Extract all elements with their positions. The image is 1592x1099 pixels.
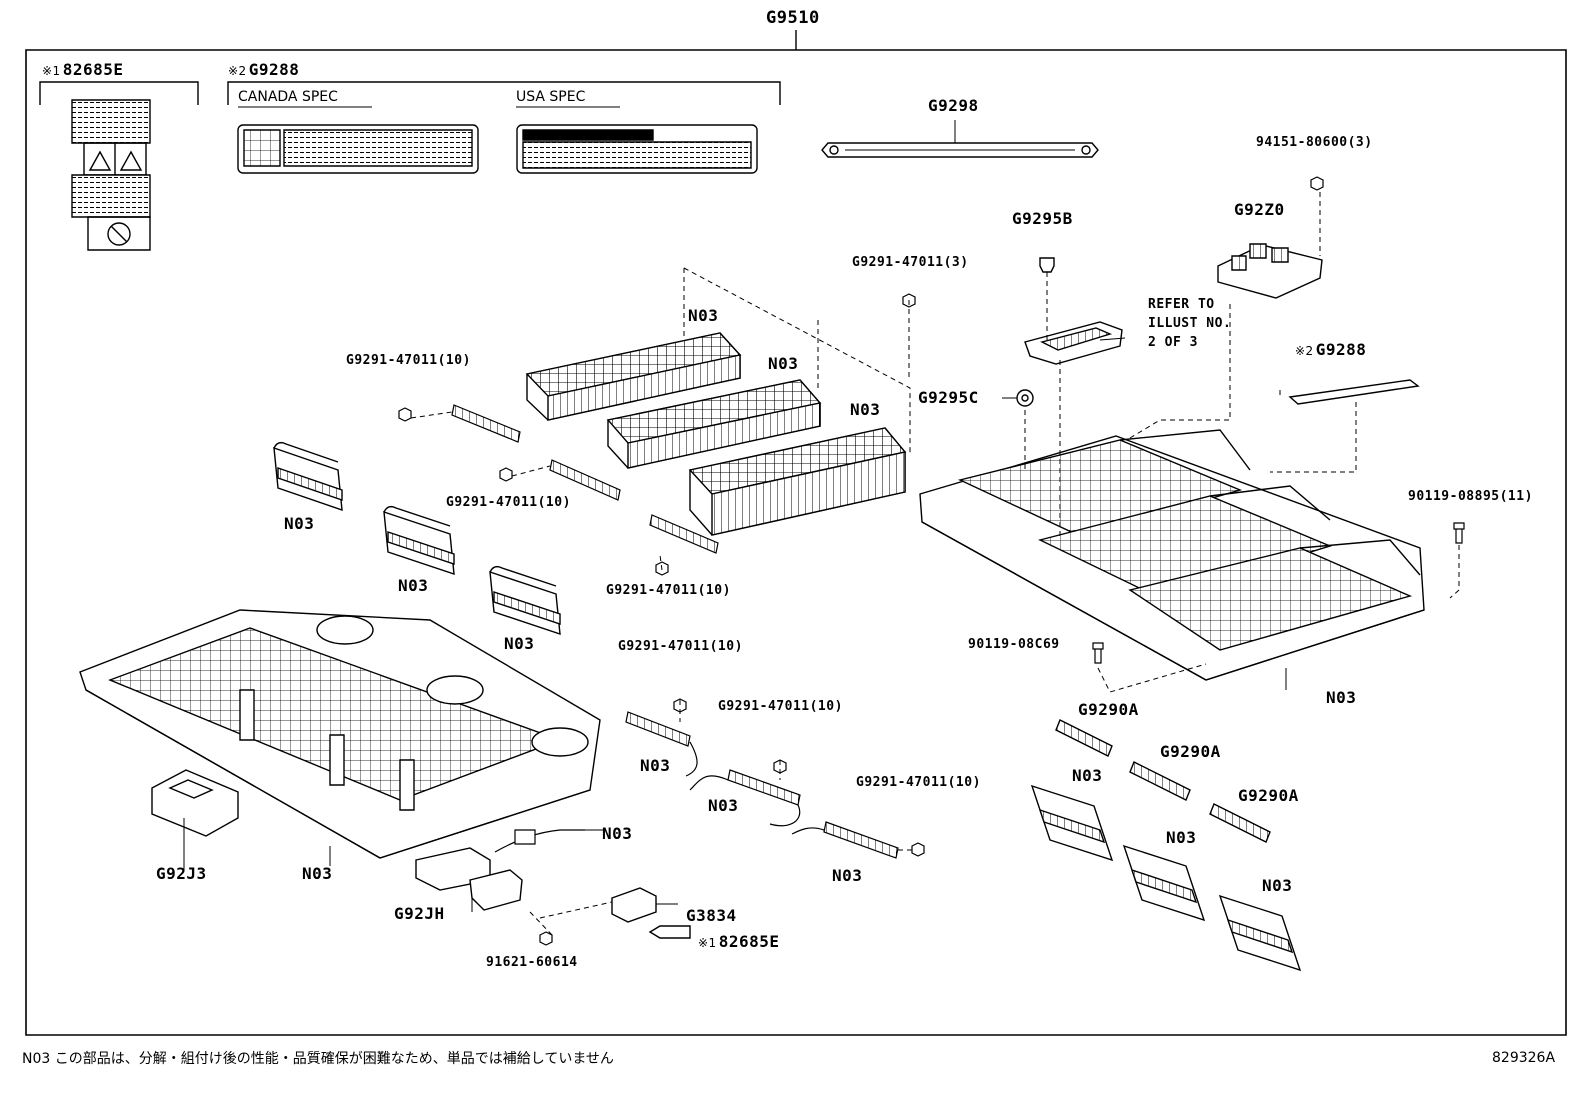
end-plate-left-3 bbox=[490, 567, 560, 634]
part-label-g3834: G3834 bbox=[686, 906, 737, 925]
end-plate-left-1 bbox=[274, 443, 342, 510]
part-label-g9291-47011-10-c: G9291-47011(10) bbox=[606, 583, 731, 598]
battery-module-2 bbox=[608, 380, 820, 468]
usa-spec-heading: USA SPEC bbox=[516, 89, 586, 105]
part-label-g9290a-3: G9290A bbox=[1238, 786, 1299, 805]
g3834-connector bbox=[612, 888, 656, 922]
assembly-frame bbox=[26, 30, 1566, 1035]
part-label-g92z0: G92Z0 bbox=[1234, 200, 1285, 219]
end-plate-right-1 bbox=[1032, 786, 1112, 860]
part-label-94151-80600: 94151-80600(3) bbox=[1256, 135, 1373, 150]
label-section-brackets bbox=[40, 82, 780, 107]
leader-lines bbox=[184, 338, 1414, 1026]
g9290a-rod-1 bbox=[1056, 720, 1112, 756]
part-label-n03-harness-4: N03 bbox=[602, 824, 633, 843]
g9295b-sensor bbox=[1040, 258, 1054, 272]
g92jh-bracket bbox=[416, 848, 522, 910]
bolt-hardware bbox=[1093, 523, 1464, 663]
bus-bar-strips bbox=[452, 405, 718, 553]
g9298-bar bbox=[822, 120, 1098, 157]
part-label-g9290a-1: G9290A bbox=[1078, 700, 1139, 719]
part-label-g9298: G9298 bbox=[928, 96, 979, 115]
part-label-g9291-47011-10-f: G9291-47011(10) bbox=[856, 775, 981, 790]
part-label-g92jh: G92JH bbox=[394, 904, 445, 923]
canada-spec-heading: CANADA SPEC bbox=[238, 89, 338, 105]
footer-note: N03 この部品は、分解・組付け後の性能・品質確保が困難なため、単品では補給して… bbox=[22, 1051, 614, 1067]
end-plate-left-2 bbox=[384, 507, 454, 574]
lower-battery-tray bbox=[80, 610, 600, 858]
refer-illustration-note: REFER TO ILLUST NO. 2 OF 3 bbox=[1148, 297, 1232, 350]
part-label-g9295c: G9295C bbox=[918, 388, 979, 407]
wire-harness-4 bbox=[495, 830, 585, 852]
canada-spec-label bbox=[238, 125, 478, 173]
part-label-g9291-47011-10-e: G9291-47011(10) bbox=[718, 699, 843, 714]
assembly-code-label: G9510 bbox=[766, 8, 820, 28]
part-label-g9291-47011-10-a: G9291-47011(10) bbox=[346, 353, 471, 368]
part-label-90119-08895: 90119-08895(11) bbox=[1408, 489, 1533, 504]
g92j3-block bbox=[152, 770, 238, 836]
part-label-n03-plate-3: N03 bbox=[504, 634, 535, 653]
part-label-g92j3: G92J3 bbox=[156, 864, 207, 883]
part-label-g9291-47011-10-b: G9291-47011(10) bbox=[446, 495, 571, 510]
part-label-n03-plate-right-1: N03 bbox=[1072, 766, 1103, 785]
usa-spec-label bbox=[517, 125, 757, 173]
part-label-n03-harness-1: N03 bbox=[640, 756, 671, 775]
part-label-n03-module-1: N03 bbox=[688, 306, 719, 325]
part-label-91621-60614: 91621-60614 bbox=[486, 955, 578, 970]
part-label-n03-module-2: N03 bbox=[768, 354, 799, 373]
illustration-id: 829326A bbox=[1492, 1050, 1556, 1066]
part-label-g9295b: G9295B bbox=[1012, 209, 1073, 228]
g9290a-rod-2 bbox=[1130, 762, 1190, 800]
g9290a-rod-3 bbox=[1210, 804, 1270, 842]
refer-cover-plate bbox=[1025, 322, 1122, 364]
g9295c-sensor bbox=[1017, 390, 1033, 406]
wire-harness-3 bbox=[792, 822, 898, 858]
end-plate-right-2 bbox=[1124, 846, 1204, 920]
part-label-n03-harness-2: N03 bbox=[708, 796, 739, 815]
part-label-n03-harness-3: N03 bbox=[832, 866, 863, 885]
part-label-g9290a-2: G9290A bbox=[1160, 742, 1221, 761]
part-label-n03-case: N03 bbox=[1326, 688, 1357, 707]
part-label-g9291-47011-3: G9291-47011(3) bbox=[852, 255, 969, 270]
part-label-n03-tray: N03 bbox=[302, 864, 333, 883]
reference-arrow bbox=[650, 926, 690, 938]
g92z0-relay-module bbox=[1218, 244, 1322, 298]
upper-battery-case bbox=[920, 430, 1424, 680]
part-label-n03-plate-right-3: N03 bbox=[1262, 876, 1293, 895]
wire-harness-2 bbox=[690, 770, 800, 826]
dashed-leader-lines bbox=[411, 192, 1459, 935]
battery-module-1 bbox=[527, 333, 740, 420]
part-label-n03-module-3: N03 bbox=[850, 400, 881, 419]
warning-label-sticker bbox=[72, 100, 150, 250]
part-label-n03-plate-right-2: N03 bbox=[1166, 828, 1197, 847]
wire-harness-1 bbox=[626, 712, 697, 776]
part-label-90119-08c69: 90119-08C69 bbox=[968, 637, 1060, 652]
part-label-n03-plate-2: N03 bbox=[398, 576, 429, 595]
battery-module-3 bbox=[690, 428, 905, 535]
end-plate-right-3 bbox=[1220, 896, 1300, 970]
part-label-n03-plate-1: N03 bbox=[284, 514, 315, 533]
g9288-strip-label bbox=[1290, 380, 1418, 404]
part-label-g9291-47011-10-d: G9291-47011(10) bbox=[618, 639, 743, 654]
